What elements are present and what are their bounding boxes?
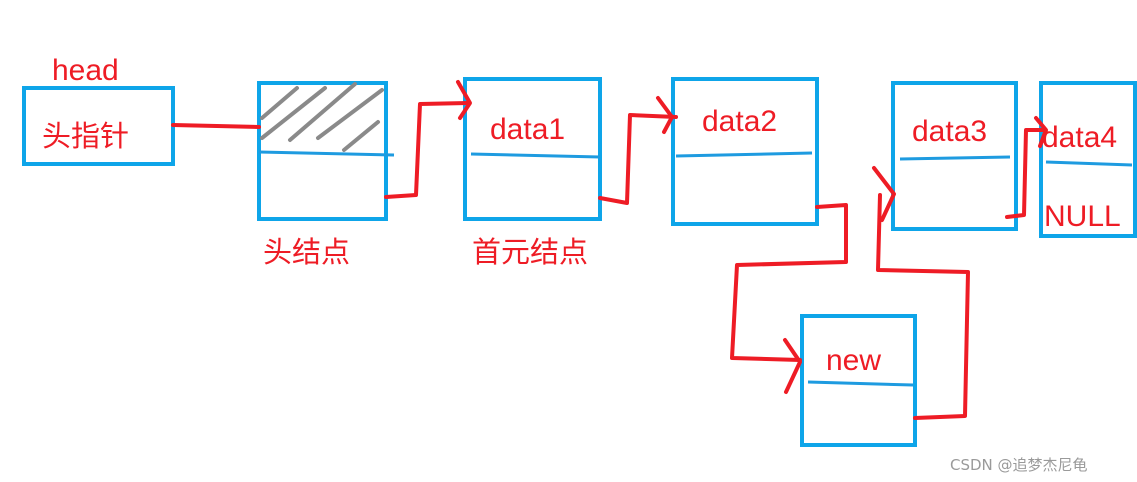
new-label: new <box>826 344 881 377</box>
watermark: CSDN @追梦杰尼龟 <box>950 456 1088 474</box>
node-data3 <box>891 81 1018 231</box>
node-data1 <box>463 77 602 221</box>
data3-label: data3 <box>912 115 987 148</box>
arrow-data2-to-new <box>730 203 848 394</box>
data2-label: data2 <box>702 105 777 138</box>
head-node <box>257 81 395 221</box>
arrow-new-to-data3 <box>872 166 970 420</box>
head-node-label: 头结点 <box>263 235 350 269</box>
node-data4 <box>1039 81 1137 238</box>
data4-label: data4 <box>1042 121 1117 154</box>
node-new <box>800 314 917 447</box>
arrow-data3-to-data4 <box>1005 116 1048 219</box>
arrow-head-to-headnode <box>171 123 261 129</box>
head-label: head <box>52 54 119 87</box>
data1-label: data1 <box>490 113 565 146</box>
null-label: NULL <box>1044 200 1121 233</box>
head-pointer-label: 头指针 <box>42 119 129 153</box>
arrow-data1-to-data2 <box>598 96 678 205</box>
first-node-label: 首元结点 <box>472 235 588 269</box>
hatch-pattern <box>260 82 384 152</box>
node-data2 <box>671 77 819 226</box>
arrow-headnode-to-data1 <box>384 80 472 199</box>
